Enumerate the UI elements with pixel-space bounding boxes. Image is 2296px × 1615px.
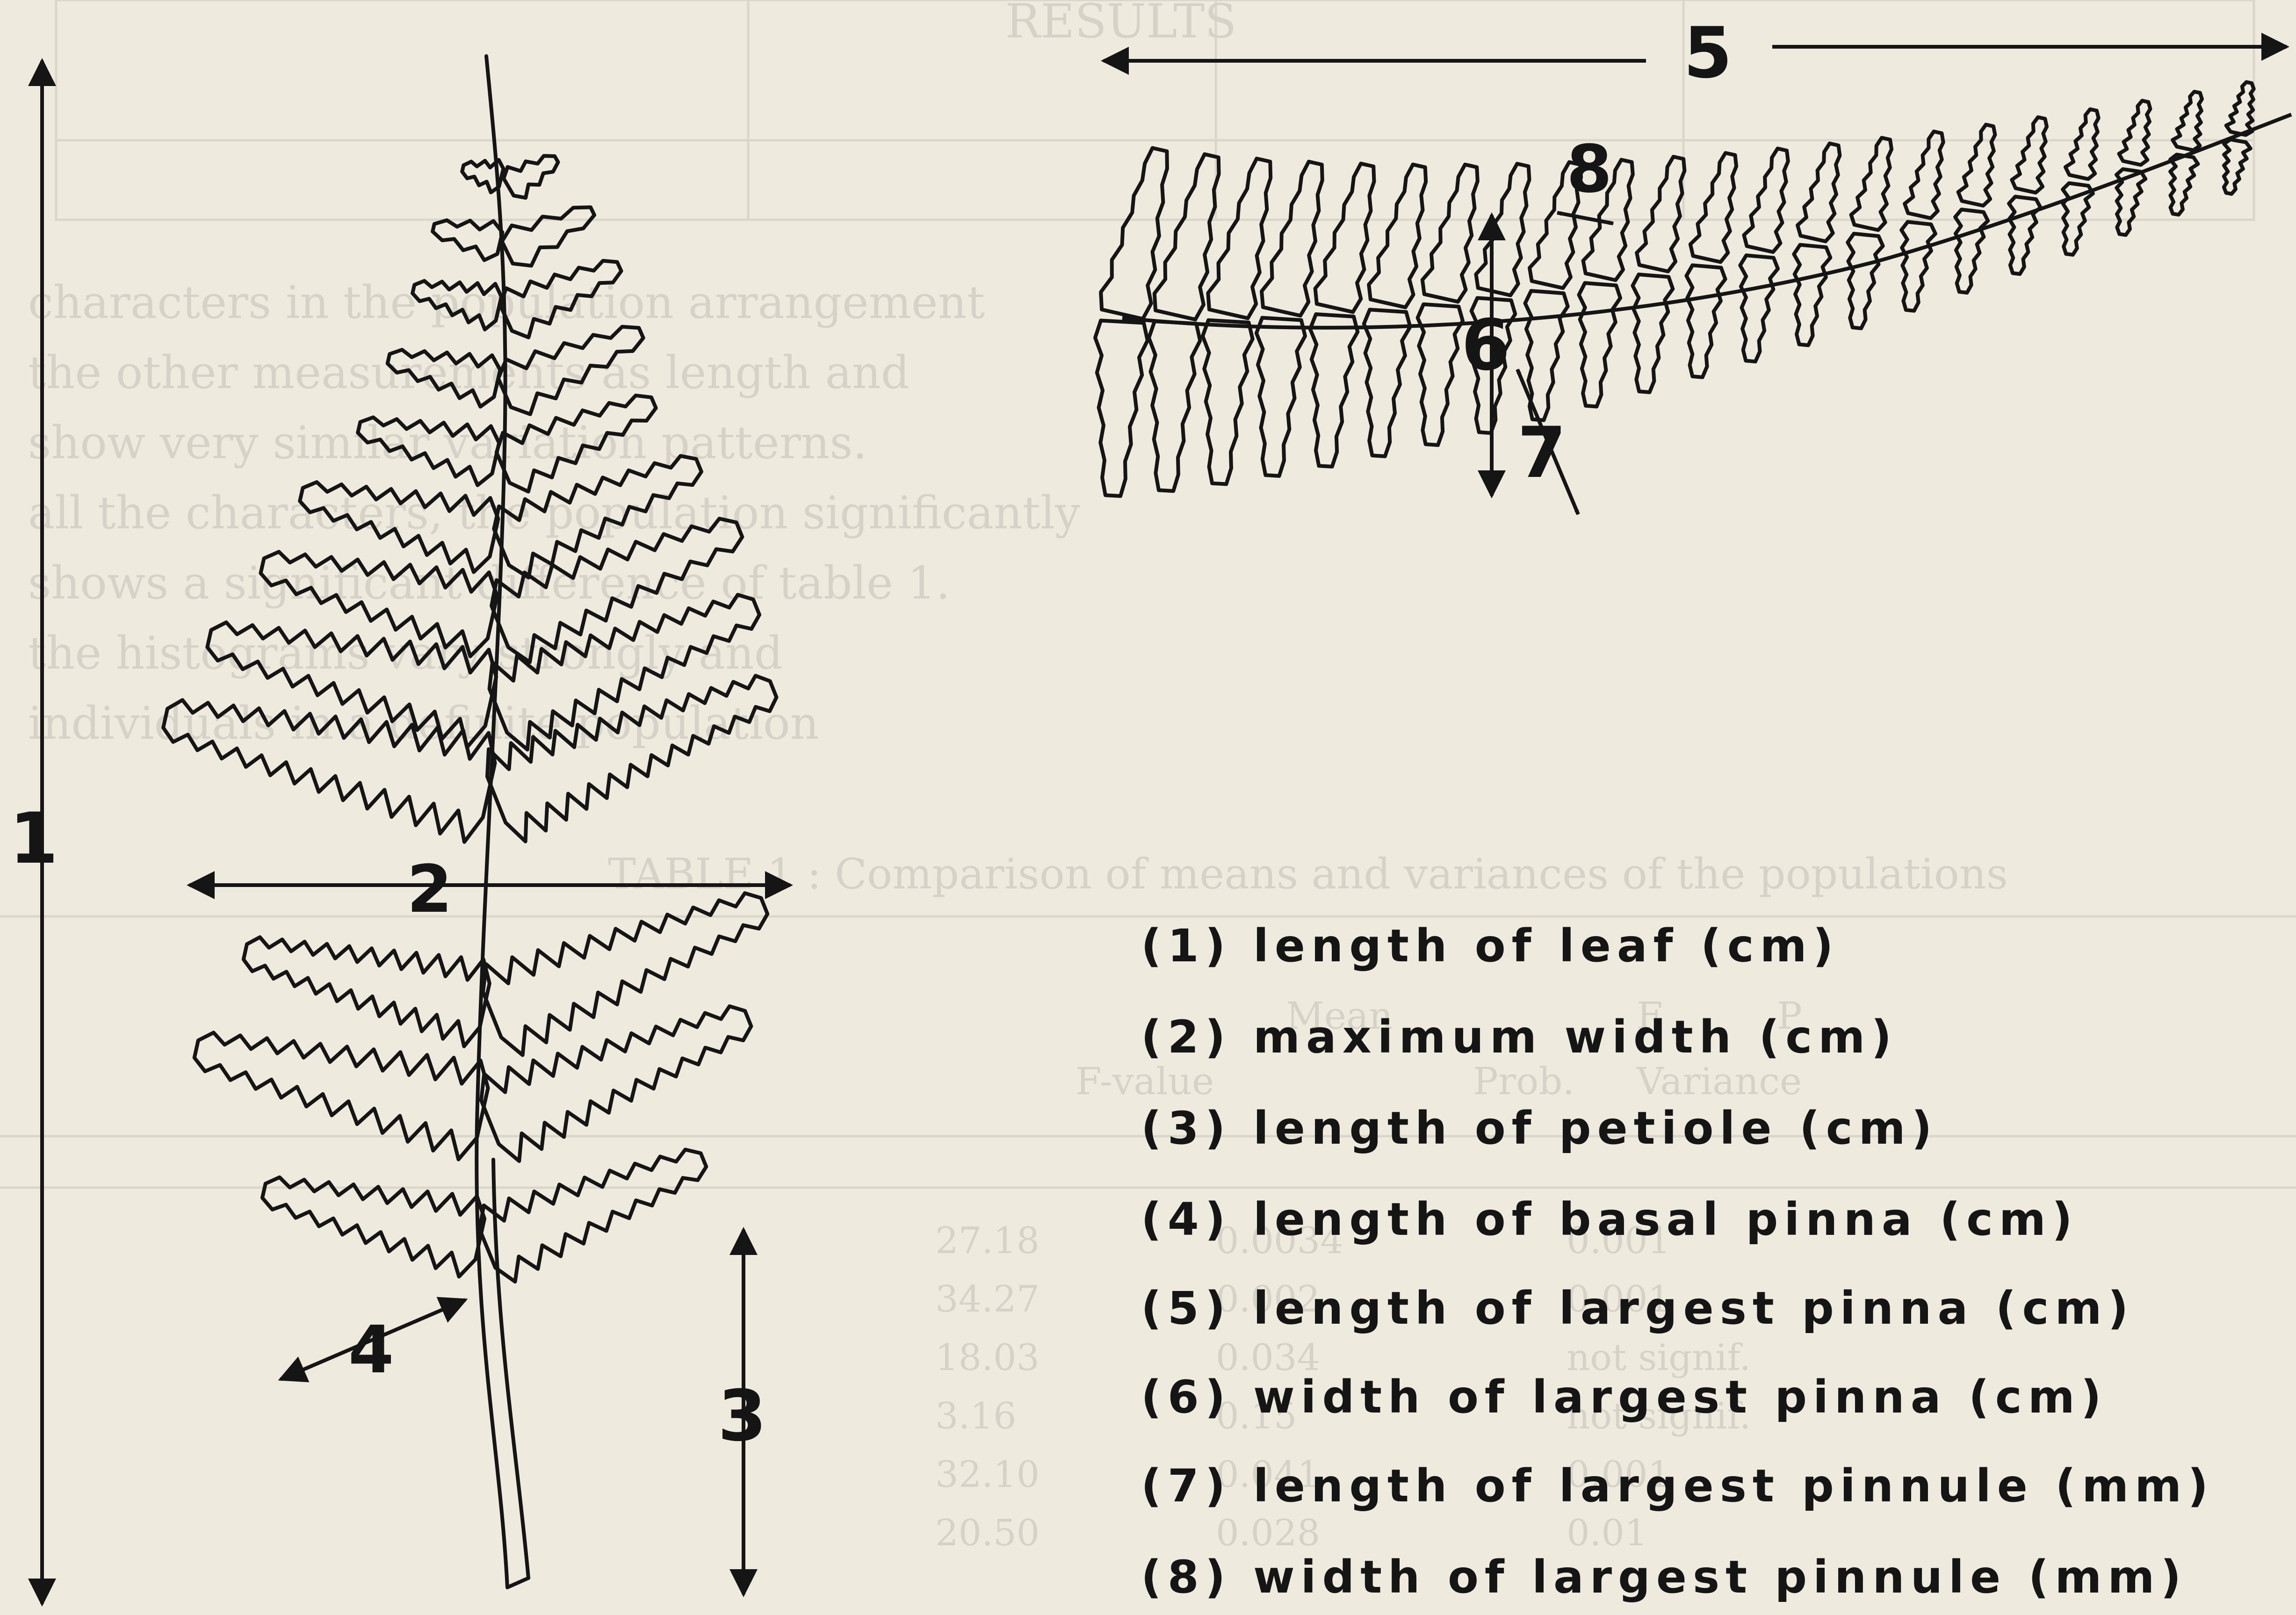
- legend-item-1: (1) length of leaf (cm): [1141, 923, 1840, 968]
- pinnule-lower: [1149, 321, 1200, 491]
- fern-frond-drawing: [163, 56, 776, 1587]
- label-5: 5: [1683, 13, 1732, 94]
- pinnule-upper: [1744, 149, 1788, 252]
- pinna-right: [480, 1150, 707, 1282]
- label-7: 7: [1517, 412, 1566, 494]
- pinnule-lower: [1364, 310, 1410, 456]
- pinna-right: [481, 1006, 751, 1161]
- pinnule-lower: [1686, 265, 1725, 377]
- pinnule-upper: [1798, 144, 1840, 241]
- pinnule-upper: [2065, 109, 2099, 179]
- pinnule-lower: [1095, 321, 1148, 496]
- pinnule-upper: [1476, 164, 1529, 295]
- legend-item-2: (2) maximum width (cm): [1141, 1015, 1898, 1060]
- legend-item-5: (5) length of largest pinna (cm): [1141, 1286, 2134, 1331]
- pinna-midrib: [1122, 115, 2291, 328]
- pinnule-lower: [2116, 169, 2145, 235]
- pinna-right: [498, 327, 643, 414]
- pinnule-lower: [2170, 155, 2198, 215]
- arrow-pinnule-width: [1557, 213, 1613, 224]
- pinnule-lower: [1794, 245, 1830, 346]
- pinna-right: [494, 456, 701, 577]
- pinna-left: [244, 937, 490, 1046]
- pinnule-upper: [2012, 117, 2047, 193]
- pinnule-upper: [1958, 125, 1995, 206]
- pinna-right: [500, 261, 621, 338]
- pinnule-upper: [2173, 92, 2202, 150]
- label-4: 4: [348, 1312, 394, 1388]
- pinnule-upper: [1422, 165, 1478, 302]
- pinnule-lower: [1310, 314, 1358, 467]
- pinnule-upper: [1315, 164, 1374, 312]
- pinnule-upper: [1851, 138, 1892, 230]
- pinna-left: [358, 418, 499, 485]
- pinnule-lower: [1848, 234, 1883, 329]
- pinnule-upper: [1262, 162, 1322, 316]
- pinnule-lower: [1740, 255, 1778, 361]
- legend-item-6: (6) width of largest pinna (cm): [1141, 1375, 2108, 1420]
- pinnule-lower: [1579, 283, 1621, 406]
- pinna-left: [262, 1177, 484, 1276]
- legend-item-7: (7) length of largest pinnule (mm): [1141, 1464, 2214, 1508]
- pinnule-lower: [2009, 197, 2041, 274]
- legend-item-3: (3) length of petiole (cm): [1141, 1106, 1938, 1151]
- pinnule-upper: [1905, 131, 1943, 218]
- pinna-left: [260, 552, 497, 656]
- pinna-left: [388, 350, 500, 407]
- pinnule-lower: [1256, 318, 1305, 476]
- pinnule-lower: [1955, 209, 1988, 293]
- pinna-right: [504, 156, 558, 198]
- label-8: 8: [1567, 131, 1612, 208]
- pinnule-upper: [2119, 101, 2151, 165]
- pinna-right: [502, 207, 595, 266]
- pinnule-lower: [1632, 274, 1673, 392]
- largest-pinna-drawing: [1095, 82, 2291, 496]
- label-3: 3: [718, 1376, 766, 1457]
- legend-item-8: (8) width of largest pinnule (mm): [1141, 1555, 2187, 1600]
- pinnule-upper: [1101, 148, 1167, 319]
- label-1: 1: [9, 798, 58, 880]
- pinna-right: [491, 519, 742, 662]
- pinna-left: [433, 220, 502, 260]
- pinnule-upper: [1369, 165, 1426, 308]
- label-2: 2: [407, 851, 452, 928]
- label-6: 6: [1461, 305, 1510, 386]
- pinna-left: [412, 281, 501, 330]
- pinnule-upper: [1690, 153, 1736, 262]
- legend-item-4: (4) length of basal pinna (cm): [1141, 1197, 2079, 1242]
- pinnule-lower: [1203, 320, 1253, 484]
- petiole-outline: [493, 1160, 528, 1587]
- pinna-left: [195, 1032, 488, 1159]
- pinna-left: [163, 700, 495, 842]
- pinnule-upper: [2226, 82, 2254, 135]
- pinna-right: [487, 676, 777, 842]
- pinnule-lower: [2224, 139, 2251, 194]
- pinnule-lower: [1901, 222, 1935, 311]
- pinnule-upper: [1637, 157, 1684, 271]
- pinna-right: [483, 893, 767, 1055]
